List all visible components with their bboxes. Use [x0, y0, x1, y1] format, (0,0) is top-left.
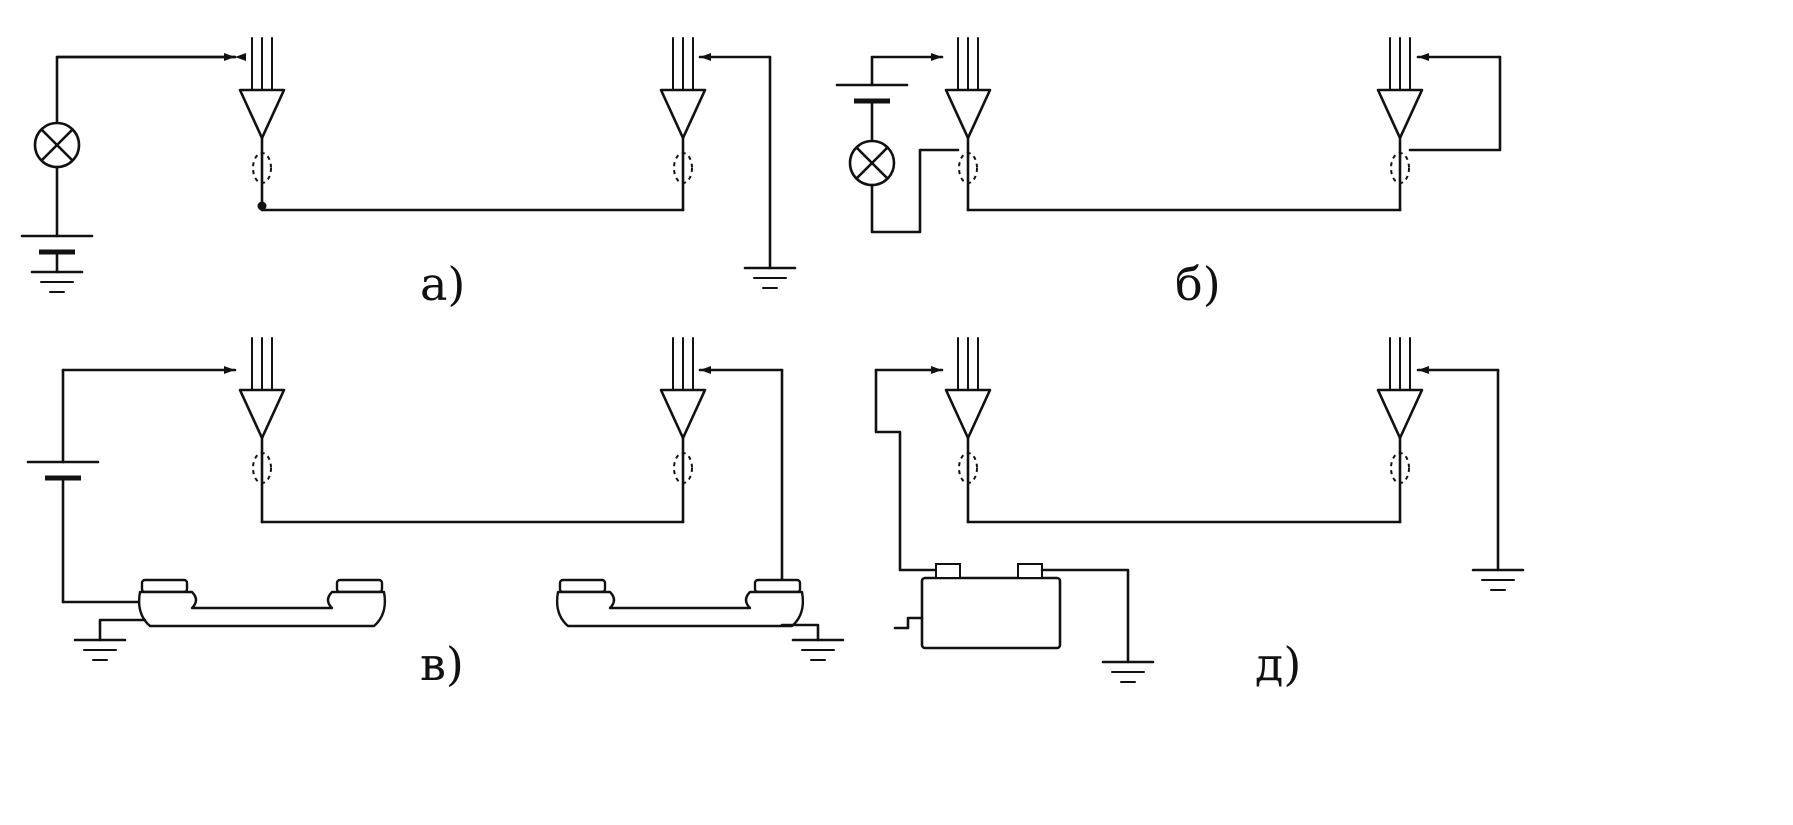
panel-b-circuit: б) [837, 36, 1502, 311]
panel-a-label: а) [420, 257, 465, 311]
panel-v-circuit: в) [28, 336, 845, 691]
telephone-handset-icon [137, 578, 387, 628]
panel-d-label: д) [1255, 637, 1301, 691]
ground-icon [1101, 660, 1155, 684]
ground-icon [743, 266, 797, 290]
battery-icon [28, 462, 98, 478]
panel-a-circuit: а) [22, 36, 797, 311]
panel-v-label: в) [420, 637, 464, 691]
ground-icon [791, 638, 845, 662]
battery-icon [837, 85, 907, 101]
telephone-handset-icon [555, 578, 805, 628]
ground-icon [1471, 568, 1525, 592]
ground-icon [30, 270, 84, 294]
lamp-icon [33, 121, 81, 169]
battery-icon [22, 236, 92, 252]
magneto-generator-icon [893, 563, 1062, 650]
panel-b-label: б) [1175, 257, 1221, 311]
lamp-icon [848, 139, 896, 187]
ground-icon [73, 638, 127, 662]
panel-d-circuit: д) [874, 336, 1525, 691]
